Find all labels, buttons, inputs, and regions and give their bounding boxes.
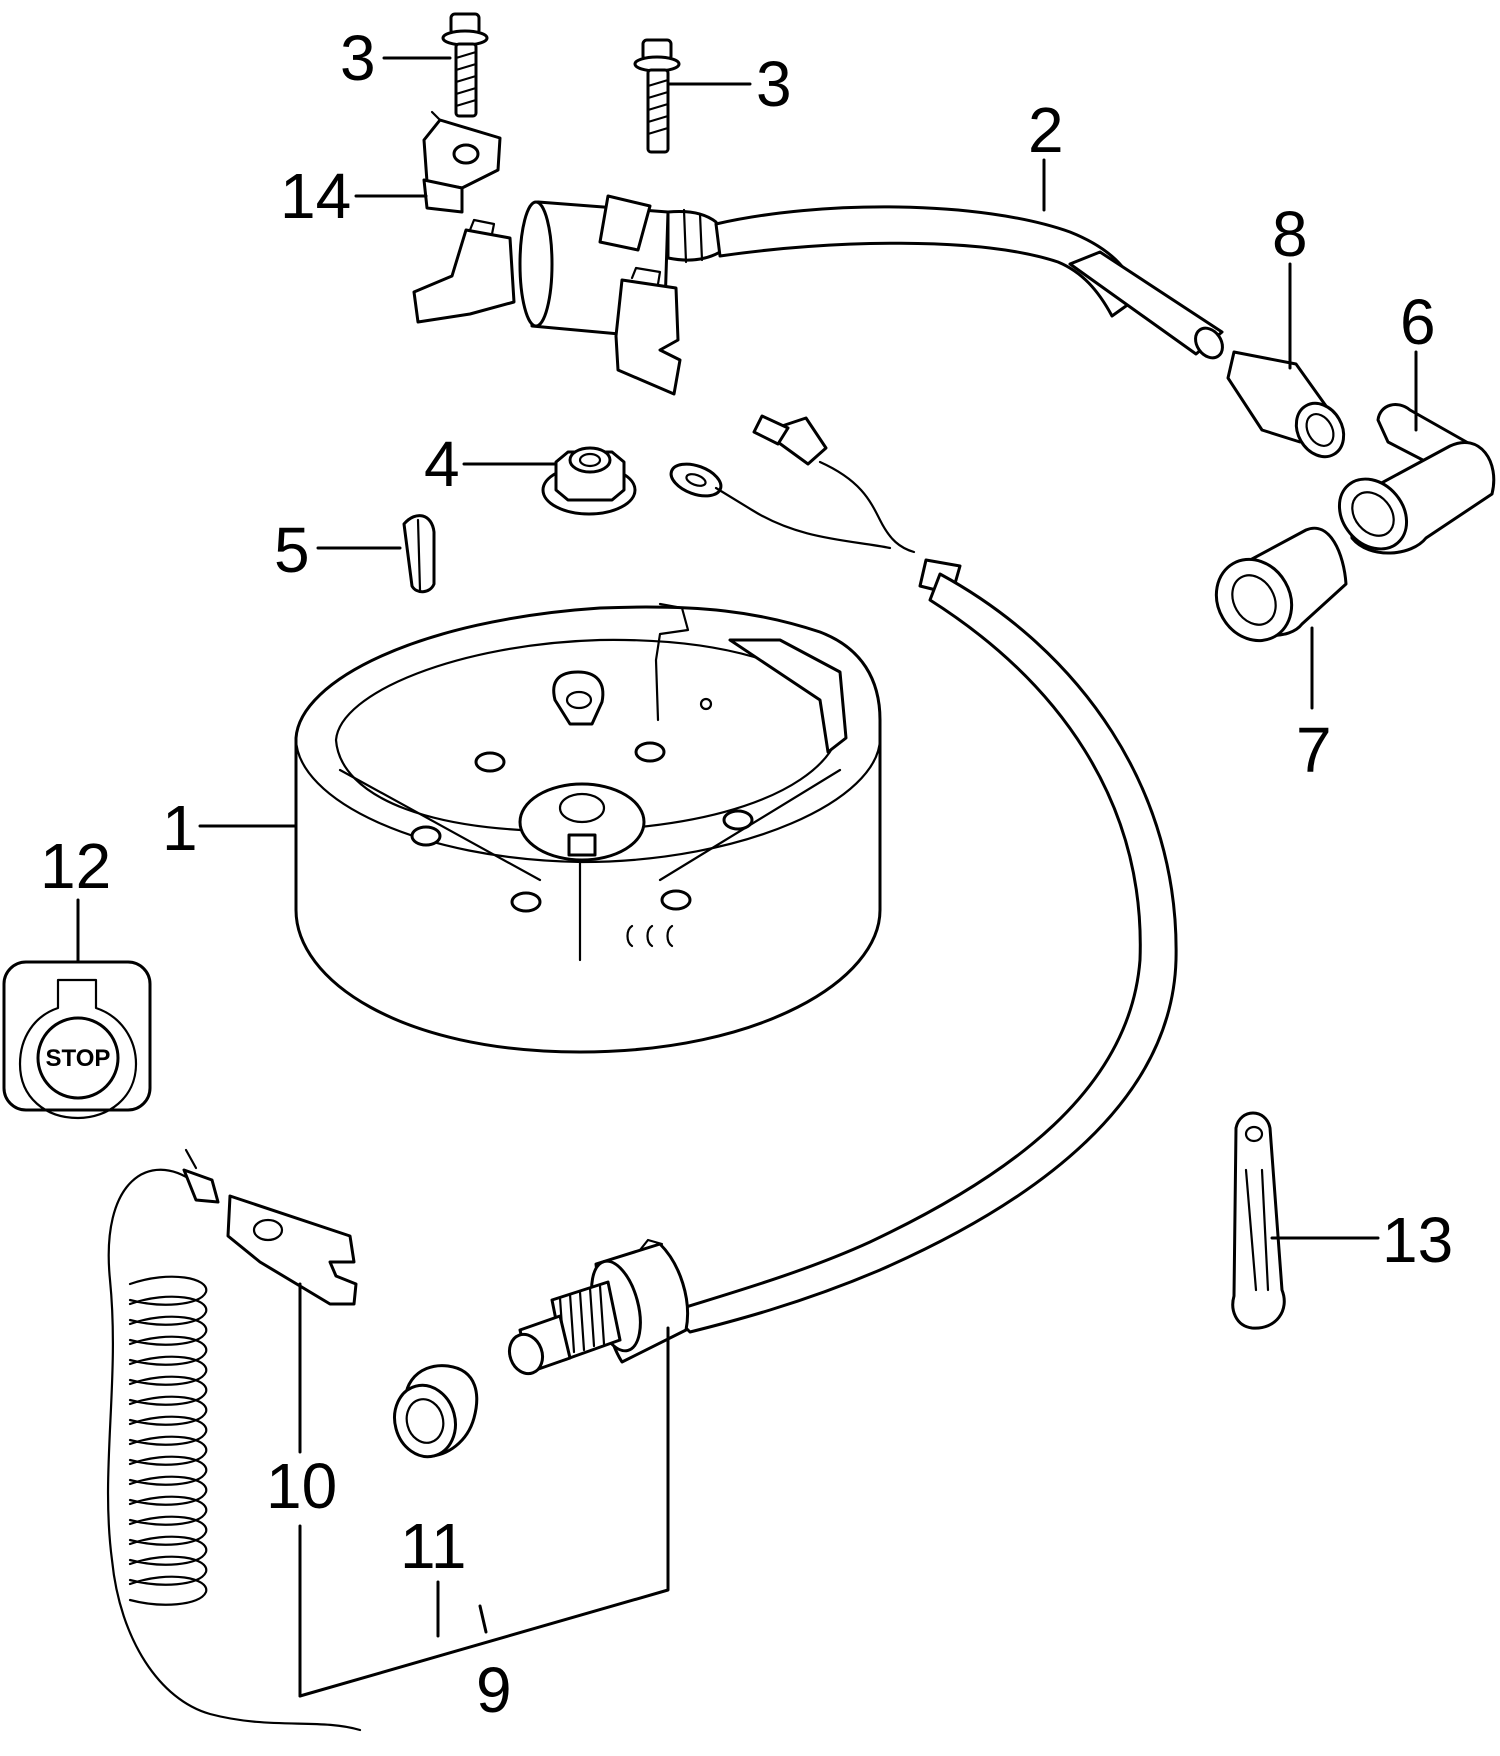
ht-lead	[714, 205, 1224, 360]
callout-3b: 3	[756, 48, 792, 120]
callout-13: 13	[1382, 1204, 1453, 1276]
stop-switch	[507, 1238, 690, 1376]
boot	[1214, 526, 1348, 643]
callout-4: 4	[424, 428, 460, 500]
callout-14: 14	[280, 160, 351, 232]
callout-11: 11	[400, 1510, 466, 1582]
ignition-coil	[412, 194, 722, 396]
callout-8: 8	[1272, 198, 1308, 270]
callout-3a: 3	[340, 22, 376, 94]
callout-9: 9	[476, 1654, 512, 1726]
flywheel-nut	[541, 446, 637, 516]
leader-9	[298, 1326, 670, 1698]
bolt-right	[633, 38, 681, 154]
bolt-left	[441, 12, 489, 118]
stop-text: STOP	[46, 1045, 111, 1072]
callout-labels: 1 2 3 3 4 5 6 7 8 9 10 11 12 13 14	[40, 22, 1453, 1726]
callout-7: 7	[1296, 714, 1332, 786]
leader-lines	[76, 56, 1418, 1698]
woodruff-key	[402, 514, 436, 594]
callout-12: 12	[40, 830, 111, 902]
callout-5: 5	[274, 514, 310, 586]
callout-2: 2	[1028, 94, 1064, 166]
clip-strap	[1231, 1111, 1286, 1330]
stop-plate: STOP	[2, 960, 152, 1120]
flywheel	[294, 602, 882, 1054]
plug-cap	[1337, 403, 1496, 555]
sleeve	[1226, 350, 1346, 459]
callout-6: 6	[1400, 286, 1436, 358]
clip-bracket	[422, 110, 502, 214]
lock-nut	[393, 1364, 479, 1459]
wire-harness	[668, 414, 1178, 1334]
callout-1: 1	[162, 792, 198, 864]
lanyard	[106, 1148, 362, 1732]
callout-10: 10	[266, 1450, 337, 1522]
